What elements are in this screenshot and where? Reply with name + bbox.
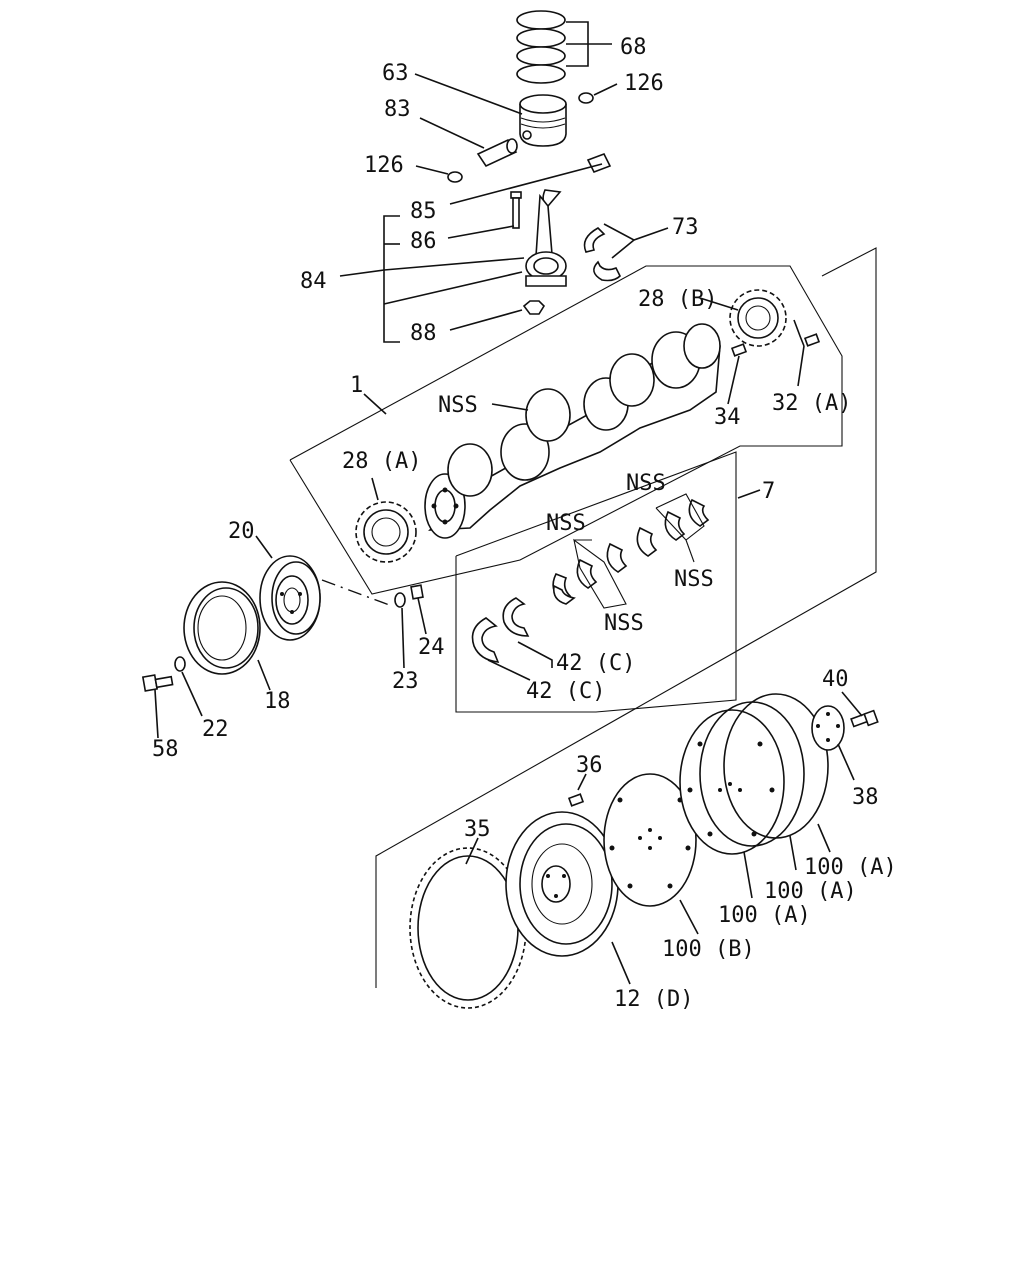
callout-12d: 12 (D) <box>614 987 693 1012</box>
piston-pin <box>476 138 518 168</box>
callout-58: 58 <box>152 737 179 762</box>
callout-100a-right: 100 (A) <box>804 855 897 880</box>
callout-100b: 100 (B) <box>662 937 755 962</box>
thrust-washers <box>471 597 530 663</box>
connecting-rod-bolt <box>510 191 522 229</box>
callout-22: 22 <box>202 717 229 742</box>
callout-1: 1 <box>350 373 363 398</box>
callout-86: 86 <box>410 229 437 254</box>
washer-23 <box>394 592 406 608</box>
callout-126-top: 126 <box>624 71 664 96</box>
piston <box>519 94 567 147</box>
callout-85: 85 <box>410 199 437 224</box>
callout-23: 23 <box>392 669 419 694</box>
flywheel <box>505 811 619 957</box>
callout-7: 7 <box>762 479 775 504</box>
piston-rings <box>516 10 566 84</box>
connecting-rod-bearing <box>583 227 621 282</box>
callout-34: 34 <box>714 405 741 430</box>
callout-36: 36 <box>576 753 603 778</box>
callout-24: 24 <box>418 635 445 660</box>
crank-pulley-hub <box>259 555 321 641</box>
flex-plate-a3 <box>723 693 829 839</box>
callout-38: 38 <box>852 785 879 810</box>
crank-pulley <box>183 581 261 675</box>
callout-42c-upper: 42 (C) <box>556 651 635 676</box>
callout-28a: 28 (A) <box>342 449 421 474</box>
crankshaft <box>424 323 721 539</box>
connecting-rod <box>525 152 612 287</box>
callout-83: 83 <box>384 97 411 122</box>
callout-84: 84 <box>300 269 327 294</box>
crankshaft-group-frame <box>289 265 843 595</box>
key-34 <box>730 343 748 357</box>
callout-nss-right: NSS <box>674 567 714 592</box>
callout-nss-left: NSS <box>546 511 586 536</box>
pulley-washer <box>174 656 186 672</box>
callout-100a-mid: 100 (A) <box>764 879 857 904</box>
callout-40: 40 <box>822 667 849 692</box>
flywheel-bolt <box>850 709 879 728</box>
callout-35: 35 <box>464 817 491 842</box>
callout-73: 73 <box>672 215 699 240</box>
callout-nss-upper: NSS <box>626 471 666 496</box>
connecting-rod-nut <box>522 300 546 315</box>
callout-126-left: 126 <box>364 153 404 178</box>
callout-63: 63 <box>382 61 409 86</box>
flex-plate-a1 <box>679 709 785 855</box>
bearing-group-frame <box>455 451 737 713</box>
callout-18: 18 <box>264 689 291 714</box>
dowel-36 <box>567 793 585 807</box>
pin-32a <box>803 333 821 347</box>
callout-28b: 28 (B) <box>638 287 717 312</box>
snap-ring-top <box>578 92 594 104</box>
crankshaft-gear-a <box>355 501 417 563</box>
crankshaft-gear-b <box>729 289 787 347</box>
callout-nss-crank: NSS <box>438 393 478 418</box>
snap-ring-left <box>447 171 463 183</box>
callout-32a: 32 (A) <box>772 391 851 416</box>
callout-68: 68 <box>620 35 647 60</box>
callout-88: 88 <box>410 321 437 346</box>
reinforcement-plate <box>811 705 845 751</box>
pulley-bolt <box>141 674 174 692</box>
callout-20: 20 <box>228 519 255 544</box>
callout-42c-lower: 42 (C) <box>526 679 605 704</box>
bolt-24 <box>410 584 424 600</box>
callout-100a-left: 100 (A) <box>718 903 811 928</box>
callout-nss-lower: NSS <box>604 611 644 636</box>
main-group-frame <box>375 247 877 988</box>
